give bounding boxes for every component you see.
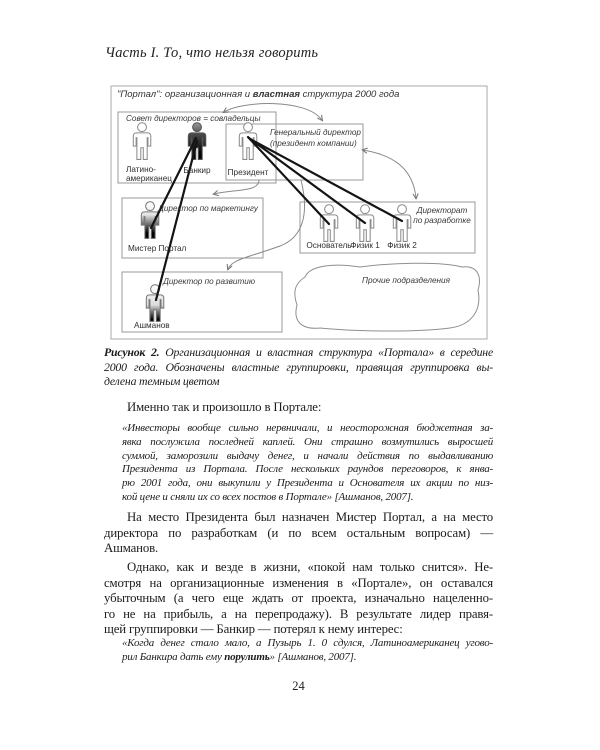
- quote-line: явка послужила последней каплей. Они стр…: [122, 435, 493, 448]
- quote-bubble: «Когда денег стало мало, а Пузырь 1. 0 с…: [122, 637, 493, 665]
- running-header: Часть I. То, что нельзя говорить: [105, 45, 319, 61]
- quote-line: суммой, заморозили выдачу денег, и начал…: [122, 449, 493, 462]
- ceo-to-development-arrow: [228, 179, 306, 269]
- quote-investors: «Инвесторы вообще сильно нервничали, и н…: [122, 422, 493, 505]
- ashmanov-name: Ашманов: [134, 321, 170, 330]
- banker-to-mister-portal-line: [149, 136, 198, 230]
- quote-text: » [Ашманов, 2007].: [269, 650, 357, 663]
- figure-frame: [110, 85, 488, 340]
- org-chart-figure: "Портал": организационная и властная стр…: [110, 85, 488, 340]
- ceo-to-rnd-arrow: [363, 150, 416, 198]
- physicist2-name: Физик 2: [387, 241, 417, 250]
- person-physicist-2: [392, 204, 412, 242]
- quote-line: «Инвесторы вообще сильно нервничали, и н…: [122, 422, 493, 434]
- president-to-founder-line: [246, 135, 331, 226]
- president-to-physicist2-line: [248, 137, 404, 223]
- quote-line: кой цене и сняли их со всех постов в Пор…: [122, 490, 414, 503]
- caption-figure-number: Рисунок 2.: [104, 345, 160, 359]
- quote-line: рю 2001 года, они выкупили у Президента …: [122, 477, 493, 490]
- figure-title: "Портал": организационная и властная стр…: [117, 89, 399, 100]
- quote-line: Президента из Портала. После нескольких …: [122, 463, 493, 476]
- body-line: директора по разработкам (и по всем оста…: [104, 525, 493, 540]
- marketing-label: Директор по маркетингу: [157, 204, 259, 213]
- physicist1-name: Физик 1: [350, 241, 380, 250]
- body-line: го не на прибыль, а на перепродажу). В р…: [104, 606, 493, 621]
- marketing-box: [121, 197, 264, 259]
- board-box: [117, 111, 277, 184]
- banker-name: Банкир: [183, 166, 211, 175]
- paragraph-intro: Именно так и произошло в Портале:: [104, 400, 493, 416]
- president-name: Президент: [228, 168, 269, 177]
- caption-text: Организационная и властная структура «По…: [159, 345, 493, 359]
- person-latino: [132, 122, 152, 160]
- body-line: щей группировки — Банкир — потерял к нем…: [104, 622, 403, 636]
- banker-to-ashmanov-line: [154, 139, 199, 302]
- ceo-label-1: Генеральный директор: [270, 128, 361, 137]
- other-units-cloud: [294, 262, 480, 332]
- caption-line: делена темным цветом: [104, 374, 220, 388]
- founder-name: Основатель: [306, 241, 351, 250]
- body-line: На место Президента был назначен Мистер …: [127, 510, 493, 524]
- rnd-label-1: Директорат: [416, 206, 468, 215]
- caption-line: Рисунок 2. Организационная и властная ст…: [104, 345, 493, 360]
- caption-line: 2000 года. Обозначены властные группиров…: [104, 359, 493, 374]
- body-line: Именно так и произошло в Портале:: [127, 400, 322, 414]
- quote-bold-word: порулить: [224, 650, 270, 663]
- latino-name-1: Латино-: [126, 165, 156, 174]
- president-to-physicist1-line: [247, 136, 367, 225]
- quote-text: рил Банкира дать ему: [122, 650, 225, 663]
- ceo-label-2: (президент компании): [270, 139, 357, 148]
- ceo-to-marketing-arrow: [214, 179, 260, 194]
- board-to-ceo-arrow: [224, 103, 322, 120]
- quote-line: «Когда денег стало мало, а Пузырь 1. 0 с…: [122, 637, 493, 649]
- person-ashmanov: [145, 284, 165, 322]
- latino-name-2: американец: [126, 174, 172, 183]
- page-number: 24: [292, 679, 305, 693]
- figure-caption: Рисунок 2. Организационная и властная ст…: [104, 345, 493, 389]
- body-line: Однако, как и везде в жизни, «покой нам …: [127, 560, 493, 574]
- mister-portal-name: Мистер Портал: [128, 244, 187, 253]
- body-line: убыточным (а чего еще ждать от проекта, …: [104, 591, 493, 605]
- paragraph-appointments: На место Президента был назначен Мистер …: [104, 510, 493, 557]
- other-units-label: Прочие подразделения: [362, 276, 451, 285]
- development-label: Директор по развитию: [162, 277, 255, 286]
- rnd-label-2: по разработке: [413, 216, 471, 225]
- development-box: [121, 271, 283, 333]
- board-label: Совет директоров = совладельцы: [126, 114, 261, 123]
- quote-line: рил Банкира дать ему порулить» [Ашманов,…: [122, 651, 493, 665]
- body-line: смотря на организационные изменения в «П…: [104, 575, 493, 590]
- paragraph-however: Однако, как и везде в жизни, «покой нам …: [104, 560, 493, 638]
- body-line: Ашманов.: [104, 541, 159, 555]
